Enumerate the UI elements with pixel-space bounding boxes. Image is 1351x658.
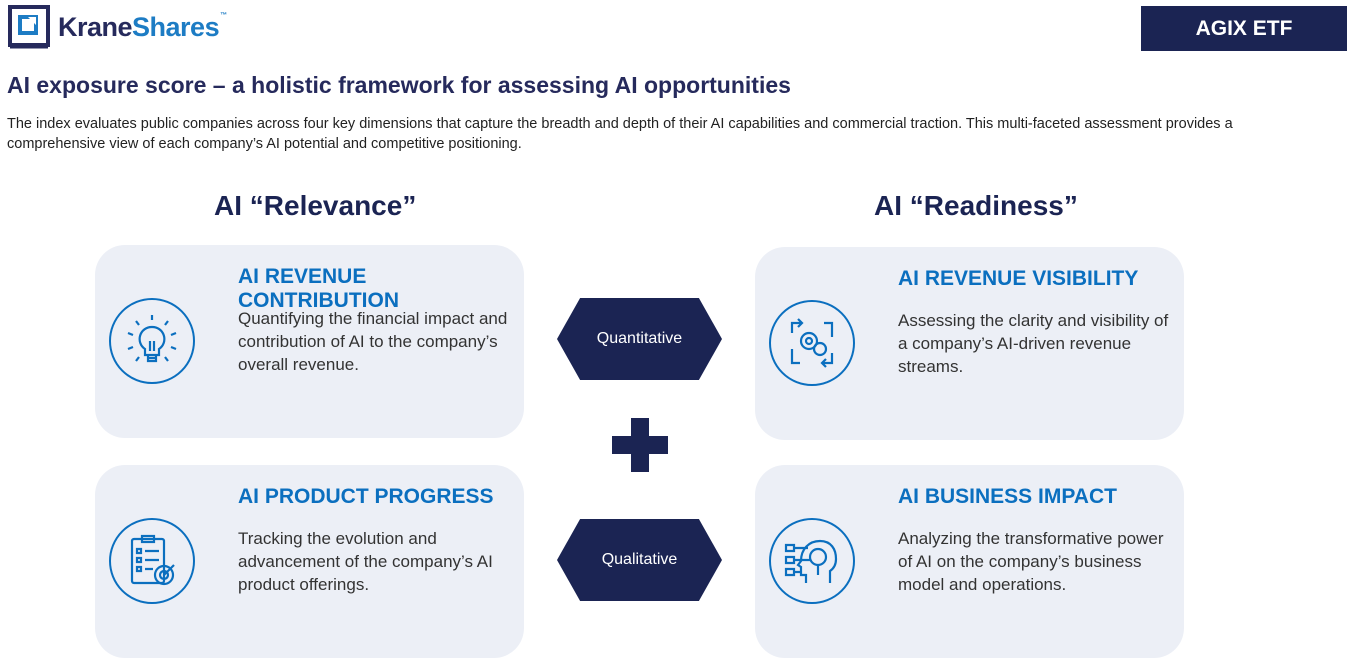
section-relevance: AI “Relevance” (214, 190, 417, 221)
checklist-target-icon (109, 518, 195, 604)
card-ai-business-impact: AI BUSINESS IMPACT Analyzing the transfo… (755, 465, 1184, 658)
card-title: AI REVENUE VISIBILITY (898, 267, 1139, 290)
page-title: AI exposure score – a holistic framework… (7, 72, 791, 98)
lightbulb-icon (109, 298, 195, 384)
logo-text-shares: Shares (132, 11, 220, 42)
head-magnifier-icon (769, 518, 855, 604)
card-title: AI PRODUCT PROGRESS (238, 485, 494, 508)
card-ai-revenue-visibility: AI REVENUE VISIBILITY Assessing the clar… (755, 247, 1184, 440)
logo-text-krane: Krane (58, 11, 133, 42)
logo-trademark: ™ (220, 11, 227, 19)
quantitative-badge: Quantitative (557, 298, 722, 380)
card-body: Quantifying the financial impact and con… (238, 309, 508, 374)
etf-badge: AGIX ETF (1141, 6, 1347, 51)
card-title: AI BUSINESS IMPACT (898, 485, 1117, 508)
card-ai-revenue-contribution: AI REVENUE CONTRIBUTION Quantifying the … (95, 245, 524, 438)
page-description: The index evaluates public companies acr… (7, 116, 1233, 152)
qualitative-badge: Qualitative (557, 519, 722, 601)
krane-shares-logo: KraneShares™ (8, 5, 227, 49)
plus-icon (612, 418, 668, 472)
section-readiness: AI “Readiness” (874, 190, 1078, 221)
card-title: AI REVENUE CONTRIBUTION (238, 265, 399, 312)
card-body: Analyzing the transformative power of AI… (898, 529, 1164, 594)
card-ai-product-progress: AI PRODUCT PROGRESS Tracking the evoluti… (95, 465, 524, 658)
gear-dollar-cycle-icon (769, 300, 855, 386)
card-body: Tracking the evolution and advancement o… (238, 529, 493, 594)
card-body: Assessing the clarity and visibility of … (898, 311, 1169, 376)
logo-mark-icon (8, 5, 50, 49)
